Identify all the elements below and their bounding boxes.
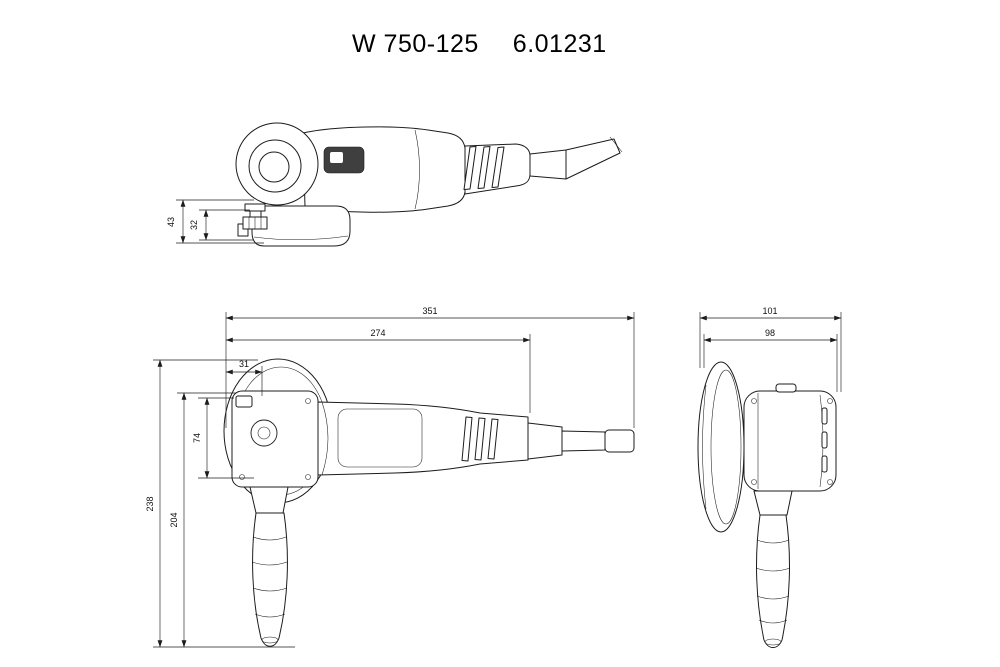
housing-screw — [751, 398, 757, 404]
power-cable-side — [565, 138, 621, 180]
vent-slot — [491, 146, 505, 188]
dim-flange-offset-label: 32 — [189, 220, 199, 230]
front-handle-grip — [756, 514, 790, 648]
housing-screw — [239, 474, 245, 480]
grinder-side-drawing — [235, 122, 623, 247]
article-number: 6.01231 — [512, 30, 607, 58]
housing-seam-top — [321, 401, 329, 476]
cable-end-cap — [609, 136, 623, 153]
housing-screw — [305, 398, 311, 404]
side-view: 43 32 — [166, 122, 623, 247]
motor-cover-seam — [337, 408, 423, 468]
spindle-collar — [249, 210, 262, 218]
dim-overall-height-label: 238 — [145, 496, 155, 511]
housing-screw — [827, 398, 833, 404]
vent-slot — [821, 431, 828, 449]
spindle-center — [257, 426, 271, 440]
housing-screw — [751, 479, 757, 485]
spindle-lock-button-front — [775, 383, 797, 393]
dim-head-offset-label: 31 — [239, 359, 249, 369]
drawing-title: W 750-125 6.01231 — [352, 30, 607, 59]
side-view-dimensions — [176, 199, 264, 244]
cable-boot-side — [529, 149, 567, 180]
grip-end-cap — [764, 638, 782, 646]
side-handle-neck — [249, 486, 289, 514]
spindle-top — [250, 419, 278, 447]
backing-pad-rim — [710, 369, 742, 525]
front-view: 101 98 — [697, 306, 842, 648]
cable-end-top — [604, 429, 635, 453]
dim-guard-offset-label: 43 — [166, 217, 176, 227]
grip-ring — [758, 619, 788, 624]
grinder-front-drawing — [697, 361, 837, 648]
housing-seam — [414, 129, 420, 210]
grip-ring — [756, 539, 790, 544]
vent-slot — [463, 146, 477, 190]
dim-overall-width-label: 101 — [762, 306, 777, 316]
switch-slider — [330, 152, 343, 163]
front-view-dimensions — [699, 312, 842, 392]
top-view: 351 274 31 74 204 238 — [145, 306, 635, 648]
power-cable-top — [561, 430, 606, 452]
dim-total-length-label: 351 — [422, 306, 437, 316]
backing-pad-front — [697, 361, 745, 533]
guard-band — [253, 235, 349, 241]
grip-ring — [252, 536, 287, 541]
vent-slot — [821, 407, 828, 425]
pad-edge-line — [702, 384, 707, 510]
spindle-lock-button — [235, 395, 253, 408]
grip-ring — [254, 613, 286, 618]
vent-slot — [474, 417, 486, 461]
grip-end-cap — [261, 636, 279, 644]
grinder-top-drawing — [223, 358, 635, 647]
grip-ring — [252, 587, 288, 592]
dim-handle-height-label: 204 — [169, 512, 179, 527]
vent-slot — [487, 418, 499, 460]
vent-slot — [821, 455, 828, 473]
cable-boot-top — [527, 422, 563, 460]
model-name: W 750-125 — [352, 30, 479, 58]
wheel-guard-side — [251, 205, 351, 247]
grip-ring — [251, 561, 288, 566]
vent-slot — [477, 146, 491, 189]
housing-screw — [827, 479, 833, 485]
dim-body-length-label: 274 — [370, 328, 385, 338]
dim-body-width-label: 98 — [765, 328, 775, 338]
housing-screw — [305, 474, 311, 480]
front-handle-neck — [753, 490, 793, 516]
grip-ring — [756, 595, 790, 600]
side-handle-grip — [252, 512, 288, 647]
spindle-nose — [258, 151, 290, 183]
grip-ring — [755, 567, 791, 572]
top-view-dimensions — [153, 312, 635, 648]
dim-head-width-label: 74 — [192, 433, 202, 443]
vent-slot — [461, 416, 473, 462]
